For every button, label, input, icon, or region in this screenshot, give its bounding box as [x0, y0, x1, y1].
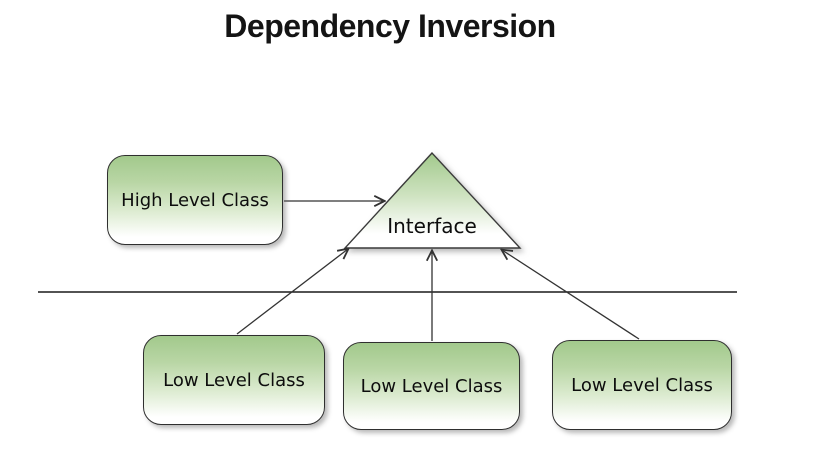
low-level-class-label: Low Level Class	[360, 375, 503, 397]
high-level-class-node: High Level Class	[107, 155, 283, 245]
page-title: Dependency Inversion	[224, 8, 556, 44]
interface-triangle	[343, 151, 522, 249]
arrow-low-level-3-to-interface	[502, 250, 640, 340]
low-level-class-label: Low Level Class	[571, 374, 713, 396]
high-level-class-label: High Level Class	[121, 189, 269, 211]
low-level-class-node: Low Level Class	[143, 335, 325, 425]
low-level-class-label: Low Level Class	[163, 369, 305, 391]
low-level-class-node: Low Level Class	[343, 342, 520, 430]
low-level-class-node: Low Level Class	[552, 340, 732, 430]
interface-label: Interface	[387, 214, 477, 238]
arrow-low-level-1-to-interface	[236, 249, 348, 335]
